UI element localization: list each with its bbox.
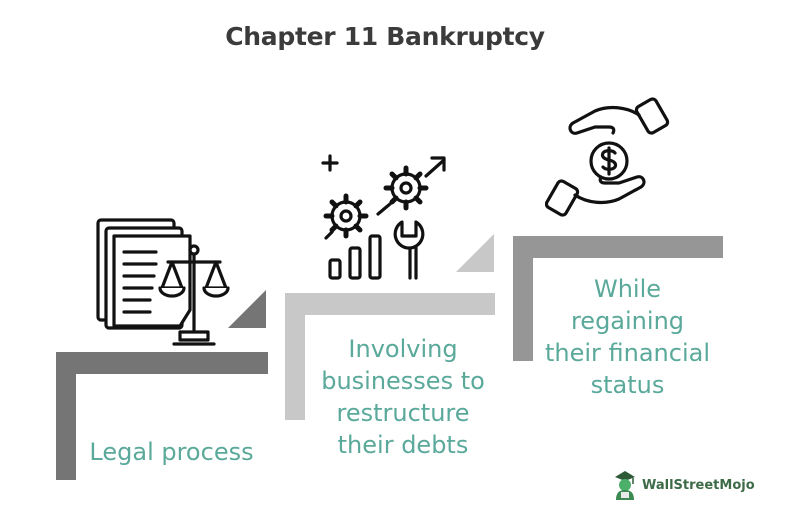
step-2-top-bar	[285, 293, 495, 315]
legal-document-scale-icon	[96, 218, 230, 346]
step-2-side-bar	[285, 315, 305, 420]
mojo-mascot-icon	[615, 471, 635, 500]
diagram-title: Chapter 11 Bankruptcy	[225, 22, 545, 51]
step-3-top-bar	[513, 236, 723, 258]
step-1-side-bar	[56, 374, 76, 480]
step-1-top-bar	[56, 352, 268, 374]
step-1-label: Legal process	[89, 438, 254, 466]
step-1-corner-triangle	[228, 290, 266, 328]
gears-growth-chart-wrench-icon	[321, 154, 446, 280]
step-2-label: Involving businesses to restructure thei…	[321, 335, 485, 459]
hand-giving-money-icon	[545, 97, 670, 217]
step-2-corner-triangle	[456, 234, 494, 272]
wallstreetmojo-logo: WallStreetMojo	[612, 467, 772, 503]
brand-name: WallStreetMojo	[642, 477, 755, 493]
step-3-side-bar	[513, 258, 533, 361]
step-3-label: While regaining their financial status	[544, 275, 711, 399]
